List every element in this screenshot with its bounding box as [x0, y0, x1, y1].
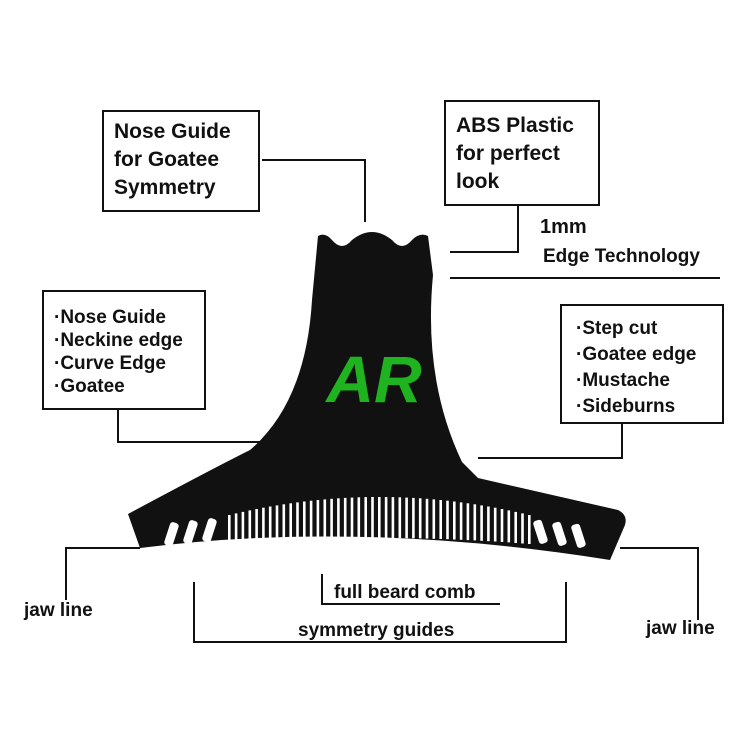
- comb-tooth-gap: [398, 497, 402, 539]
- leader-lines: [65, 159, 720, 643]
- symmetry-slots-left: [164, 518, 217, 547]
- comb-tooth-gap: [262, 507, 265, 542]
- comb-tooth-gap: [425, 498, 429, 539]
- comb-tooth-gap: [289, 503, 292, 541]
- comb-tooth-gap: [432, 499, 436, 539]
- edge-technology-label: Edge Technology: [543, 246, 700, 267]
- comb-tooth-gap: [275, 505, 279, 541]
- feature-item: ·Goatee: [54, 376, 125, 397]
- left-features-callout: ·Nose Guide ·Neckine edge ·Curve Edge ·G…: [42, 290, 206, 410]
- comb-tooth-gap: [234, 513, 238, 544]
- comb-tooth-gap: [528, 515, 531, 544]
- callout-line: Nose Guide: [114, 120, 231, 143]
- comb-tooth-gap: [330, 498, 333, 539]
- comb-tooth-gap: [323, 499, 327, 539]
- nose-guide-callout: Nose Guide for Goatee Symmetry: [102, 110, 260, 212]
- comb-tooth-gap: [418, 498, 422, 539]
- feature-item: ·Step cut: [576, 318, 658, 339]
- callout-line: ABS Plastic: [456, 114, 574, 137]
- callout-line: look: [456, 170, 500, 193]
- comb-tooth-gap: [350, 497, 354, 539]
- comb-tooth-gap: [466, 503, 470, 541]
- comb-teeth: [228, 497, 531, 544]
- comb-tooth-gap: [507, 510, 511, 543]
- comb-tooth-gap: [459, 502, 463, 540]
- beard-shaping-comb: [128, 232, 626, 560]
- comb-tooth-gap: [268, 506, 272, 542]
- comb-tooth-gap: [371, 497, 374, 538]
- comb-tooth-gap: [493, 507, 497, 542]
- callout-line: for perfect: [456, 142, 560, 165]
- feature-item: ·Sideburns: [576, 396, 676, 417]
- comb-tooth-gap: [316, 500, 320, 539]
- comb-tooth-gap: [228, 515, 231, 544]
- jaw-line-left-label: jaw line: [24, 600, 93, 621]
- edge-size-label: 1mm: [540, 216, 587, 238]
- feature-item: ·Neckine edge: [54, 330, 183, 351]
- feature-item: ·Nose Guide: [54, 307, 166, 328]
- comb-tooth-gap: [453, 501, 456, 540]
- comb-tooth-gap: [521, 513, 524, 544]
- brand-logo: AR: [324, 342, 422, 416]
- symmetry-slots-right: [533, 519, 586, 548]
- comb-tooth-gap: [241, 511, 245, 543]
- comb-tooth-gap: [412, 497, 415, 539]
- abs-plastic-callout: ABS Plastic for perfect look: [444, 100, 600, 206]
- full-beard-comb-label: full beard comb: [334, 582, 476, 603]
- feature-item: ·Goatee edge: [576, 344, 697, 365]
- comb-tooth-gap: [248, 510, 252, 543]
- comb-tooth-gap: [473, 504, 477, 541]
- comb-tooth-gap: [255, 509, 258, 542]
- symmetry-guides-label: symmetry guides: [298, 620, 455, 641]
- comb-tooth-gap: [337, 498, 340, 539]
- feature-item: ·Curve Edge: [54, 353, 166, 374]
- callout-line: Symmetry: [114, 176, 216, 199]
- comb-tooth-gap: [439, 500, 442, 539]
- comb-tooth-gap: [384, 497, 388, 538]
- comb-tooth-gap: [446, 500, 449, 540]
- comb-tooth-gap: [391, 497, 395, 538]
- comb-tooth-gap: [487, 506, 490, 542]
- comb-tooth-gap: [303, 501, 306, 540]
- comb-tooth-gap: [296, 502, 299, 540]
- right-features-callout: ·Step cut ·Goatee edge ·Mustache ·Sidebu…: [560, 304, 724, 424]
- comb-tooth-gap: [357, 497, 361, 539]
- comb-tooth-gap: [514, 511, 517, 543]
- comb-tooth-gap: [309, 500, 313, 540]
- comb-tooth-gap: [282, 504, 286, 541]
- feature-item: ·Mustache: [576, 370, 670, 391]
- comb-tooth-gap: [500, 509, 504, 542]
- comb-tooth-gap: [343, 497, 347, 539]
- comb-tooth-gap: [364, 497, 367, 538]
- callout-line: for Goatee: [114, 148, 220, 171]
- comb-tooth-gap: [480, 505, 483, 541]
- comb-tooth-gap: [378, 497, 381, 538]
- comb-tooth-gap: [405, 497, 408, 539]
- jaw-line-right-label: jaw line: [646, 618, 715, 639]
